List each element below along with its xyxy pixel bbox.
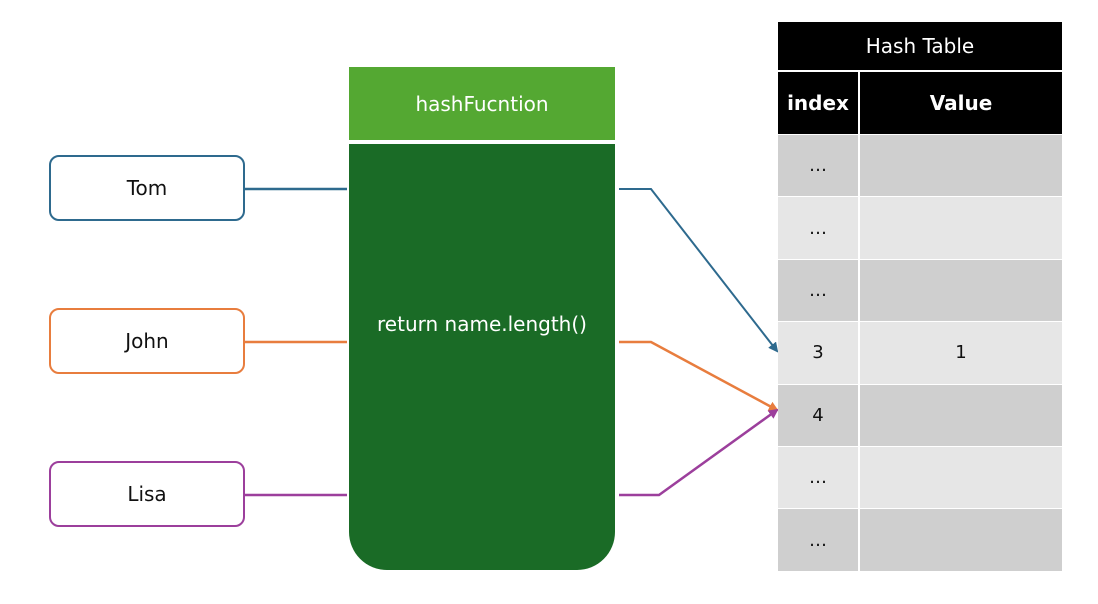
hash-function-title: hashFucntion: [415, 91, 549, 116]
row-value: [860, 260, 1062, 321]
row-index: …: [778, 446, 860, 509]
row-index: 3: [778, 322, 860, 384]
input-box-tom: Tom: [49, 155, 245, 221]
hash-table-title: Hash Table: [778, 22, 1062, 72]
row-value: [860, 509, 1062, 570]
input-label-lisa: Lisa: [127, 482, 167, 506]
table-row: …: [778, 134, 1062, 197]
input-label-tom: Tom: [126, 176, 168, 200]
row-index: …: [778, 197, 860, 259]
row-value: [860, 447, 1062, 508]
hash-table: Hash Table index Value … … … 3 1 4 … …: [778, 22, 1062, 571]
row-value: [860, 197, 1062, 258]
row-index: 4: [778, 384, 860, 446]
output-arrow-lisa: [619, 408, 779, 497]
table-row: 4: [778, 383, 1062, 446]
input-label-john: John: [125, 329, 169, 353]
input-box-john: John: [49, 308, 245, 374]
input-box-lisa: Lisa: [49, 461, 245, 527]
table-row: …: [778, 445, 1062, 509]
output-arrow-john: [619, 340, 779, 412]
table-row: …: [778, 258, 1062, 322]
table-row: 3 1: [778, 321, 1062, 384]
output-arrow-tom: [619, 188, 779, 353]
column-header-index: index: [778, 72, 860, 134]
table-row: …: [778, 508, 1062, 571]
row-index: …: [778, 259, 860, 322]
column-header-value: Value: [929, 91, 993, 115]
hash-table-header: index Value: [778, 72, 1062, 134]
row-value: 1: [955, 342, 967, 364]
hash-function-header: hashFucntion: [349, 67, 615, 140]
table-row: …: [778, 196, 1062, 259]
row-value: [860, 385, 1062, 446]
row-value: [860, 135, 1062, 196]
hash-function-code: return name.length(): [377, 312, 587, 336]
hash-table-title-text: Hash Table: [865, 34, 975, 58]
row-index: …: [778, 135, 860, 197]
hash-function-body: return name.length(): [349, 144, 615, 570]
row-index: …: [778, 509, 860, 571]
